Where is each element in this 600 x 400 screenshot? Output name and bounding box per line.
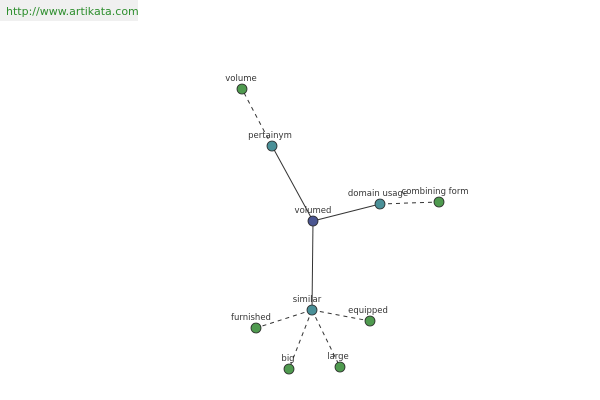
node-furnished[interactable]: furnished	[231, 313, 271, 334]
node-marker-volume[interactable]	[236, 83, 248, 95]
node-label-furnished[interactable]: furnished	[231, 313, 271, 323]
node-label-pertainym[interactable]: pertainym	[248, 131, 292, 141]
node-label-large[interactable]: large	[327, 352, 349, 362]
edge-volumed-to-pertainym	[271, 145, 314, 222]
edge-similar-to-furnished	[255, 309, 313, 329]
node-marker-similar[interactable]	[306, 304, 318, 316]
node-similar[interactable]: similar	[293, 295, 322, 316]
site-url-link[interactable]: http://www.artikata.com	[6, 5, 139, 18]
node-label-big[interactable]: big	[281, 354, 294, 364]
node-label-volumed[interactable]: volumed	[295, 206, 332, 216]
graph-edges	[241, 88, 440, 370]
node-volumed[interactable]: volumed	[295, 206, 332, 227]
edge-similar-to-large	[311, 309, 341, 368]
node-label-domain-usage[interactable]: domain usage	[348, 189, 408, 199]
node-combining-form[interactable]: combining form	[402, 187, 469, 208]
node-pertainym[interactable]: pertainym	[248, 131, 292, 152]
node-marker-combining-form[interactable]	[433, 196, 445, 208]
node-large[interactable]: large	[327, 352, 349, 373]
node-marker-furnished[interactable]	[250, 322, 262, 334]
node-marker-equipped[interactable]	[364, 315, 376, 327]
node-label-equipped[interactable]: equipped	[348, 306, 388, 316]
edge-pertainym-to-volume	[241, 88, 273, 147]
graph-nodes: volumed pertainym volume domain usagecombin…	[225, 74, 469, 375]
node-equipped[interactable]: equipped	[348, 306, 388, 327]
node-volume[interactable]: volume	[225, 74, 257, 95]
edge-domain-usage-to-combining-form	[379, 201, 440, 205]
edge-similar-to-big	[288, 309, 313, 370]
edge-volumed-to-similar	[311, 220, 314, 311]
node-marker-volumed[interactable]	[307, 215, 319, 227]
node-label-similar[interactable]: similar	[293, 295, 322, 305]
edge-similar-to-equipped	[311, 309, 371, 322]
node-marker-domain-usage[interactable]	[374, 198, 386, 210]
node-label-combining-form[interactable]: combining form	[402, 187, 469, 197]
url-banner: http://www.artikata.com	[0, 0, 139, 21]
node-marker-big[interactable]	[283, 363, 295, 375]
node-label-volume[interactable]: volume	[225, 74, 257, 84]
node-big[interactable]: big	[281, 354, 295, 375]
edge-volumed-to-domain-usage	[312, 203, 381, 222]
node-marker-large[interactable]	[334, 361, 346, 373]
node-marker-pertainym[interactable]	[266, 140, 278, 152]
node-domain-usage[interactable]: domain usage	[348, 189, 408, 210]
